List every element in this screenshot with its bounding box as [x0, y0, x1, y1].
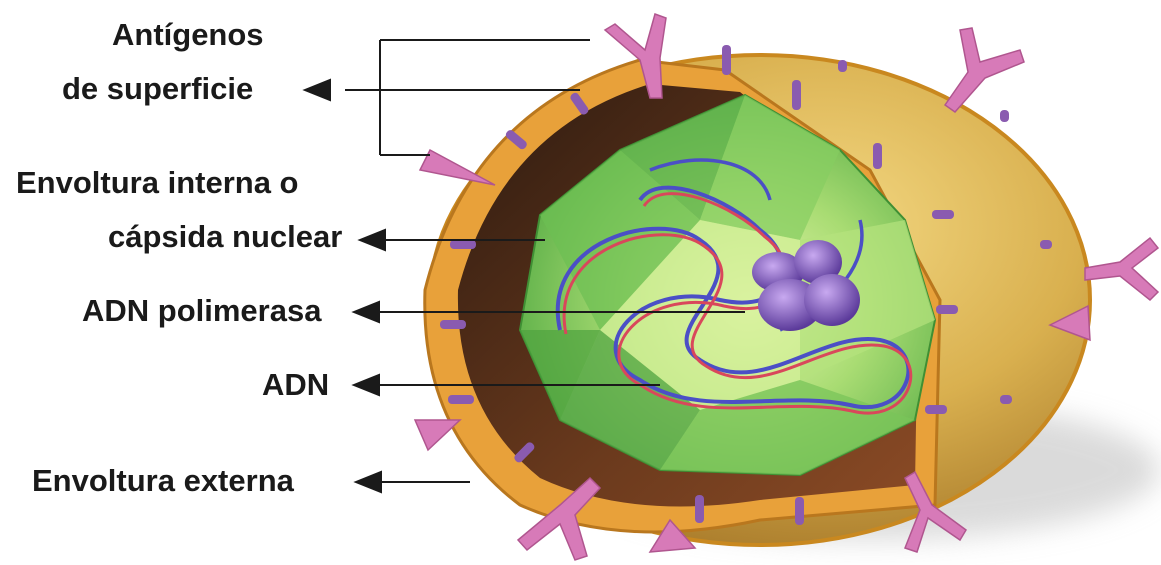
- membrane-peg: [932, 210, 954, 219]
- label-dna: ADN: [262, 364, 329, 406]
- label-inner-envelope-line1: Envoltura interna o: [16, 162, 298, 204]
- antigen-spike: [1085, 238, 1158, 300]
- arrowhead: [354, 302, 379, 322]
- membrane-peg: [792, 80, 801, 110]
- membrane-peg: [440, 320, 466, 329]
- antigen-spike: [945, 28, 1024, 112]
- label-antigens-line1: Antígenos: [112, 14, 264, 56]
- label-antigens-line2: de superficie: [62, 68, 253, 110]
- arrowhead: [356, 472, 381, 492]
- arrowhead: [354, 375, 379, 395]
- membrane-peg: [1040, 240, 1052, 249]
- antigen-spike: [415, 420, 460, 450]
- arrowhead: [360, 230, 385, 250]
- label-inner-envelope-line2: cápsida nuclear: [108, 216, 342, 258]
- membrane-peg: [873, 143, 882, 169]
- membrane-peg: [695, 495, 704, 523]
- arrowhead: [305, 80, 330, 100]
- label-outer-envelope: Envoltura externa: [32, 460, 294, 502]
- membrane-peg: [722, 45, 731, 75]
- membrane-peg: [448, 395, 474, 404]
- membrane-peg: [925, 405, 947, 414]
- membrane-peg: [1000, 110, 1009, 122]
- membrane-peg: [450, 240, 476, 249]
- label-dna-polymerase: ADN polimerasa: [82, 290, 321, 332]
- membrane-peg: [1000, 395, 1012, 404]
- membrane-peg: [936, 305, 958, 314]
- membrane-peg: [795, 497, 804, 525]
- polymerase-lobe: [804, 274, 860, 326]
- membrane-peg: [838, 60, 847, 72]
